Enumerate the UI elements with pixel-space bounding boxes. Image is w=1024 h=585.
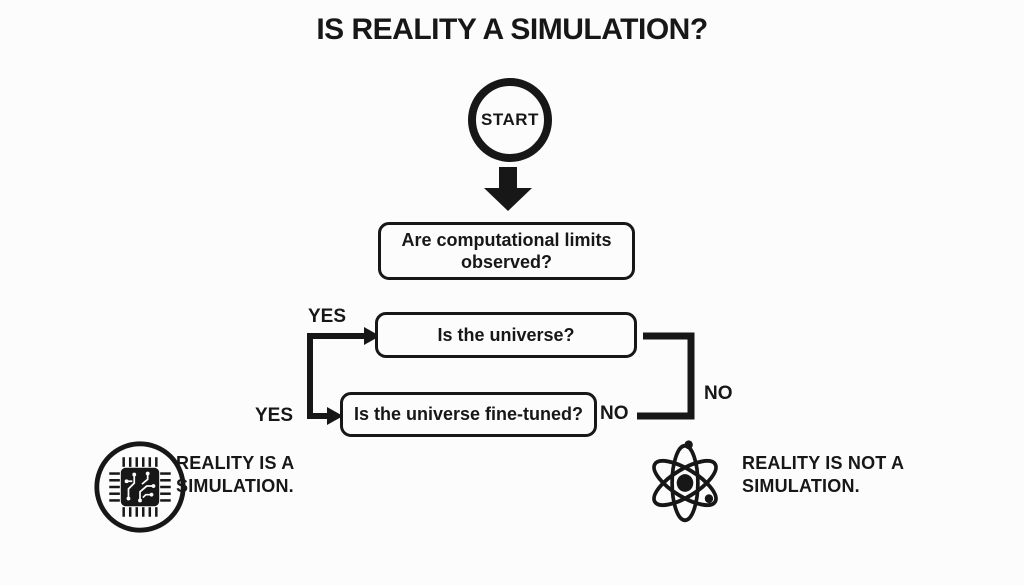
start-node: START — [468, 78, 552, 162]
edge-label-no-inline: NO — [600, 403, 629, 424]
outcome-label-not-simulation: REALITY IS NOT A SIMULATION. — [742, 453, 904, 497]
outcome-label-simulation: REALITY IS A SIMULATION. — [176, 453, 294, 497]
question-box-is-the-universe: Is the universe? — [375, 312, 637, 358]
question-label: Is the universe fine-tuned? — [353, 404, 584, 425]
page-title: IS REALITY A SIMULATION? — [316, 13, 708, 46]
atom-icon — [652, 440, 718, 523]
edge-label-no-branch: NO — [704, 383, 733, 404]
question-box-computational-limits: Are computational limits observed? — [378, 222, 635, 280]
question-box-fine-tuned: Is the universe fine-tuned? — [340, 392, 597, 437]
edge-label-yes-top: YES — [308, 306, 347, 327]
question-label: Is the universe? — [437, 324, 575, 345]
microchip-in-circle-icon — [94, 441, 186, 533]
question-label: Are computational limits observed? — [401, 229, 612, 273]
edge-label-yes-bottom: YES — [255, 405, 294, 426]
start-node-label: START — [481, 110, 539, 129]
down-arrow-icon — [484, 167, 532, 211]
no-branch-connector — [637, 332, 695, 420]
